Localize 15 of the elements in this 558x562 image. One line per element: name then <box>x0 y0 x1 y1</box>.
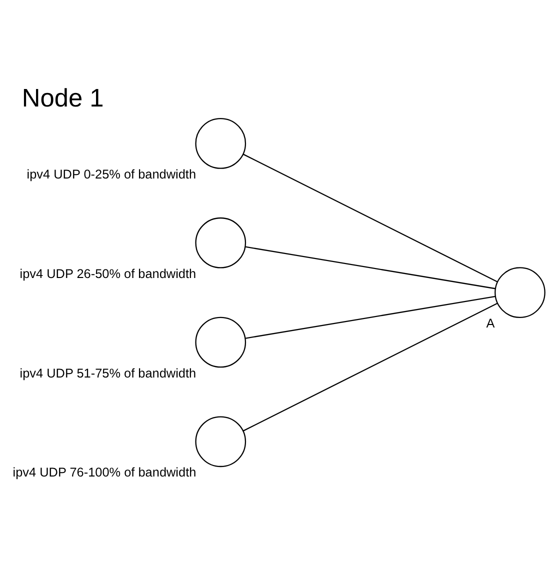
node-circle <box>195 118 246 169</box>
connector <box>246 246 496 290</box>
node-label: A <box>486 316 495 331</box>
node-label: ipv4 UDP 51-75% of bandwidth <box>20 365 196 380</box>
node-label: ipv4 UDP 0-25% of bandwidth <box>26 166 196 182</box>
diagram-title: Node 1 <box>22 84 104 113</box>
node-circle <box>195 316 246 368</box>
node-circle <box>195 217 246 268</box>
node-circle <box>195 416 246 468</box>
connector <box>246 296 496 339</box>
connector <box>242 154 498 282</box>
node-label: ipv4 UDP 26-50% of bandwidth <box>20 266 196 281</box>
node-circle <box>494 267 546 318</box>
node-label: ipv4 UDP 76-100% of bandwidth <box>12 464 196 480</box>
connector <box>242 302 498 432</box>
